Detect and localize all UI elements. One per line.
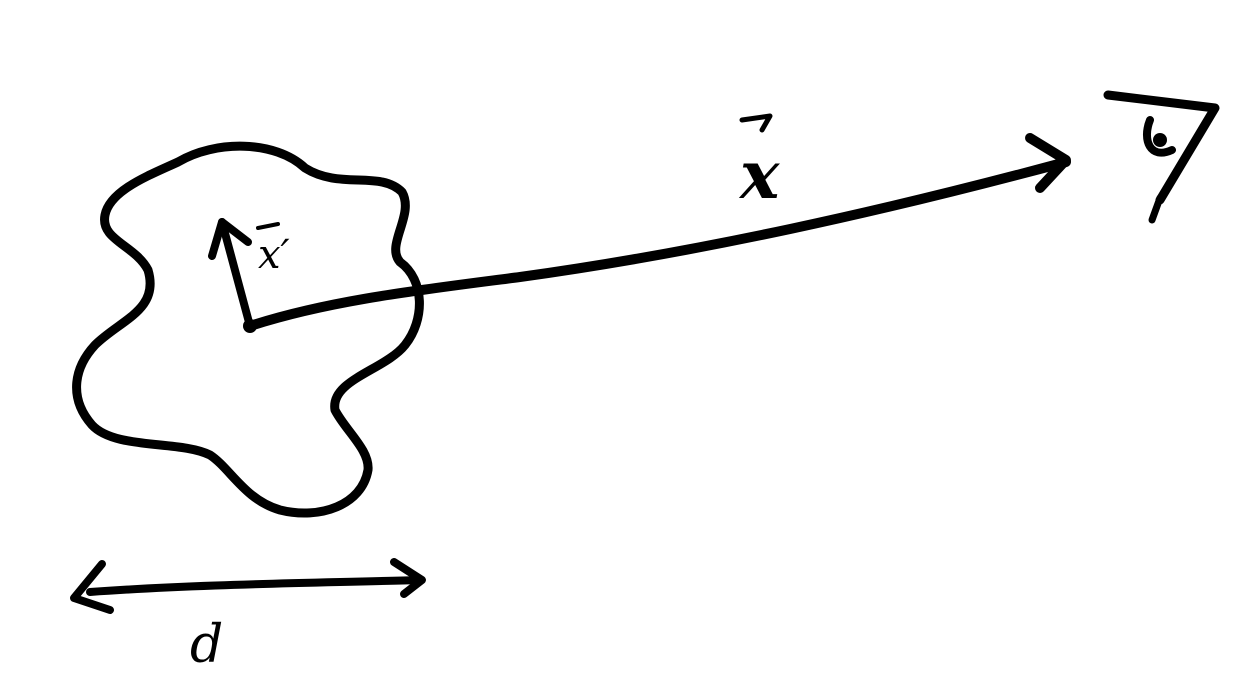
source-position-label: x′ xyxy=(258,232,290,278)
size-dimension-left-head xyxy=(70,560,114,614)
source-position-label-arrowmark xyxy=(256,222,280,230)
observer-position-arrow xyxy=(245,157,1071,331)
size-dimension-line xyxy=(86,576,424,596)
observer-position-arrowhead xyxy=(1025,133,1071,193)
observer-position-label-arrowmark xyxy=(739,113,773,133)
observer-position-label: x xyxy=(738,136,780,214)
source-position-arrowhead xyxy=(208,218,252,260)
source-position-arrow xyxy=(218,218,254,330)
size-dimension-right-head xyxy=(390,558,426,598)
source-region-blob xyxy=(72,141,424,518)
size-label: d xyxy=(190,615,223,675)
eye-icon xyxy=(1103,90,1220,224)
